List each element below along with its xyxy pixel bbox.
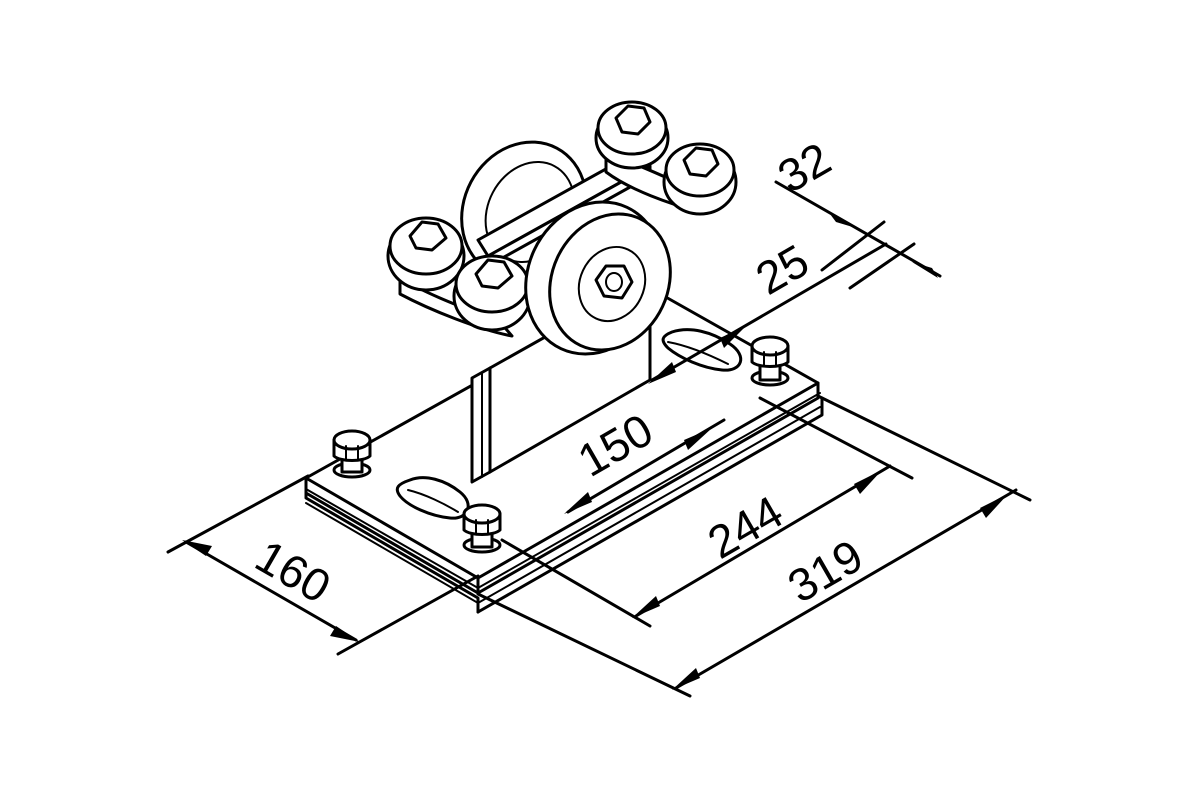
front-wheel <box>524 200 672 356</box>
dimension-25-label: 25 <box>747 234 817 305</box>
axle-nut <box>594 264 634 300</box>
dimension-319-label: 319 <box>779 529 871 612</box>
roller-front-left <box>386 216 466 292</box>
roller-assembly <box>386 100 738 356</box>
roller-front-right <box>452 254 532 332</box>
dimension-244-label: 244 <box>699 485 791 568</box>
dimension-160-label: 160 <box>247 530 339 613</box>
roller-back-top <box>594 100 670 170</box>
roller-back-right <box>662 142 738 216</box>
bolt-front <box>462 503 502 554</box>
dimension-32-label: 32 <box>769 132 839 203</box>
bolt-right <box>750 335 790 387</box>
mounting-slots <box>395 328 743 520</box>
bolt-left <box>332 429 372 479</box>
